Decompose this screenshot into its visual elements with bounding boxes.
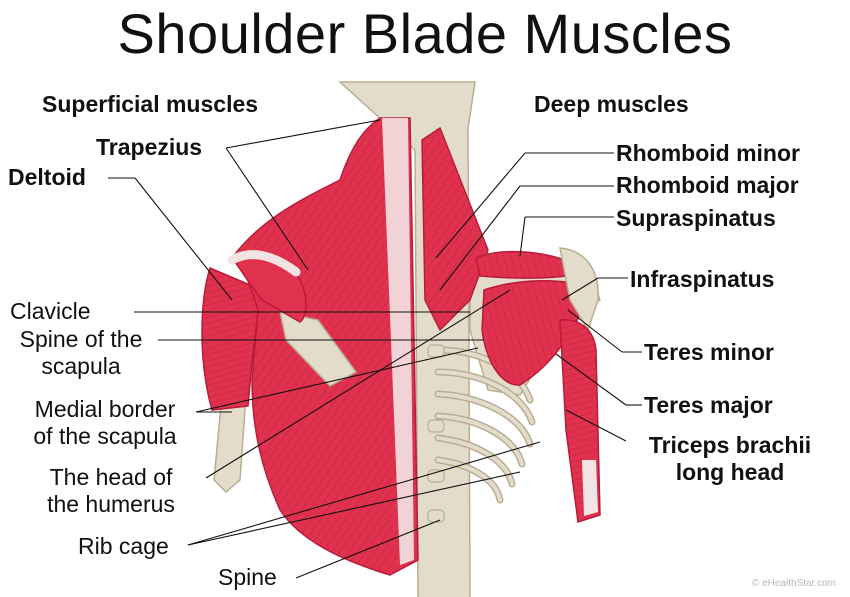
deltoid-muscle	[227, 250, 307, 323]
label-head-of-humerus-line2: the humerus	[47, 491, 175, 517]
label-medial-border-line1: Medial border	[34, 396, 176, 422]
label-medial-border-line2: of the scapula	[33, 423, 177, 449]
label-triceps-line2: long head	[675, 459, 785, 485]
label-medial-border: Medial border of the scapula	[16, 396, 194, 450]
label-spine-of-scapula-line2: scapula	[41, 353, 121, 379]
label-triceps-line1: Triceps brachii	[648, 432, 812, 458]
label-supraspinatus: Supraspinatus	[616, 205, 776, 231]
heading-deep: Deep muscles	[534, 91, 689, 117]
right-arm	[559, 247, 601, 523]
supraspinatus-muscle	[475, 250, 577, 279]
heading-superficial: Superficial muscles	[42, 91, 259, 117]
label-rhomboid-minor: Rhomboid minor	[616, 140, 800, 166]
label-spine-of-scapula: Spine of the scapula	[2, 326, 160, 380]
label-trapezius: Trapezius	[96, 134, 203, 160]
label-head-of-humerus: The head of the humerus	[18, 464, 204, 518]
label-rib-cage: Rib cage	[78, 533, 169, 559]
label-spine: Spine	[218, 564, 277, 590]
credit-text: © eHealthStar.com	[751, 578, 836, 589]
label-infraspinatus: Infraspinatus	[630, 266, 775, 292]
label-teres-minor: Teres minor	[644, 339, 774, 365]
label-triceps: Triceps brachii long head	[622, 432, 838, 486]
trapezius-muscle	[230, 117, 419, 576]
label-teres-major: Teres major	[644, 392, 773, 418]
label-rhomboid-major: Rhomboid major	[616, 172, 799, 198]
label-clavicle: Clavicle	[10, 298, 91, 324]
infraspinatus-muscle	[481, 279, 591, 386]
label-spine-of-scapula-line1: Spine of the	[19, 326, 143, 352]
leader-lines	[108, 119, 642, 579]
page-title: Shoulder Blade Muscles	[117, 2, 733, 65]
label-head-of-humerus-line1: The head of	[49, 464, 173, 490]
rhomboid-muscles	[421, 126, 489, 332]
label-deltoid: Deltoid	[8, 164, 86, 190]
